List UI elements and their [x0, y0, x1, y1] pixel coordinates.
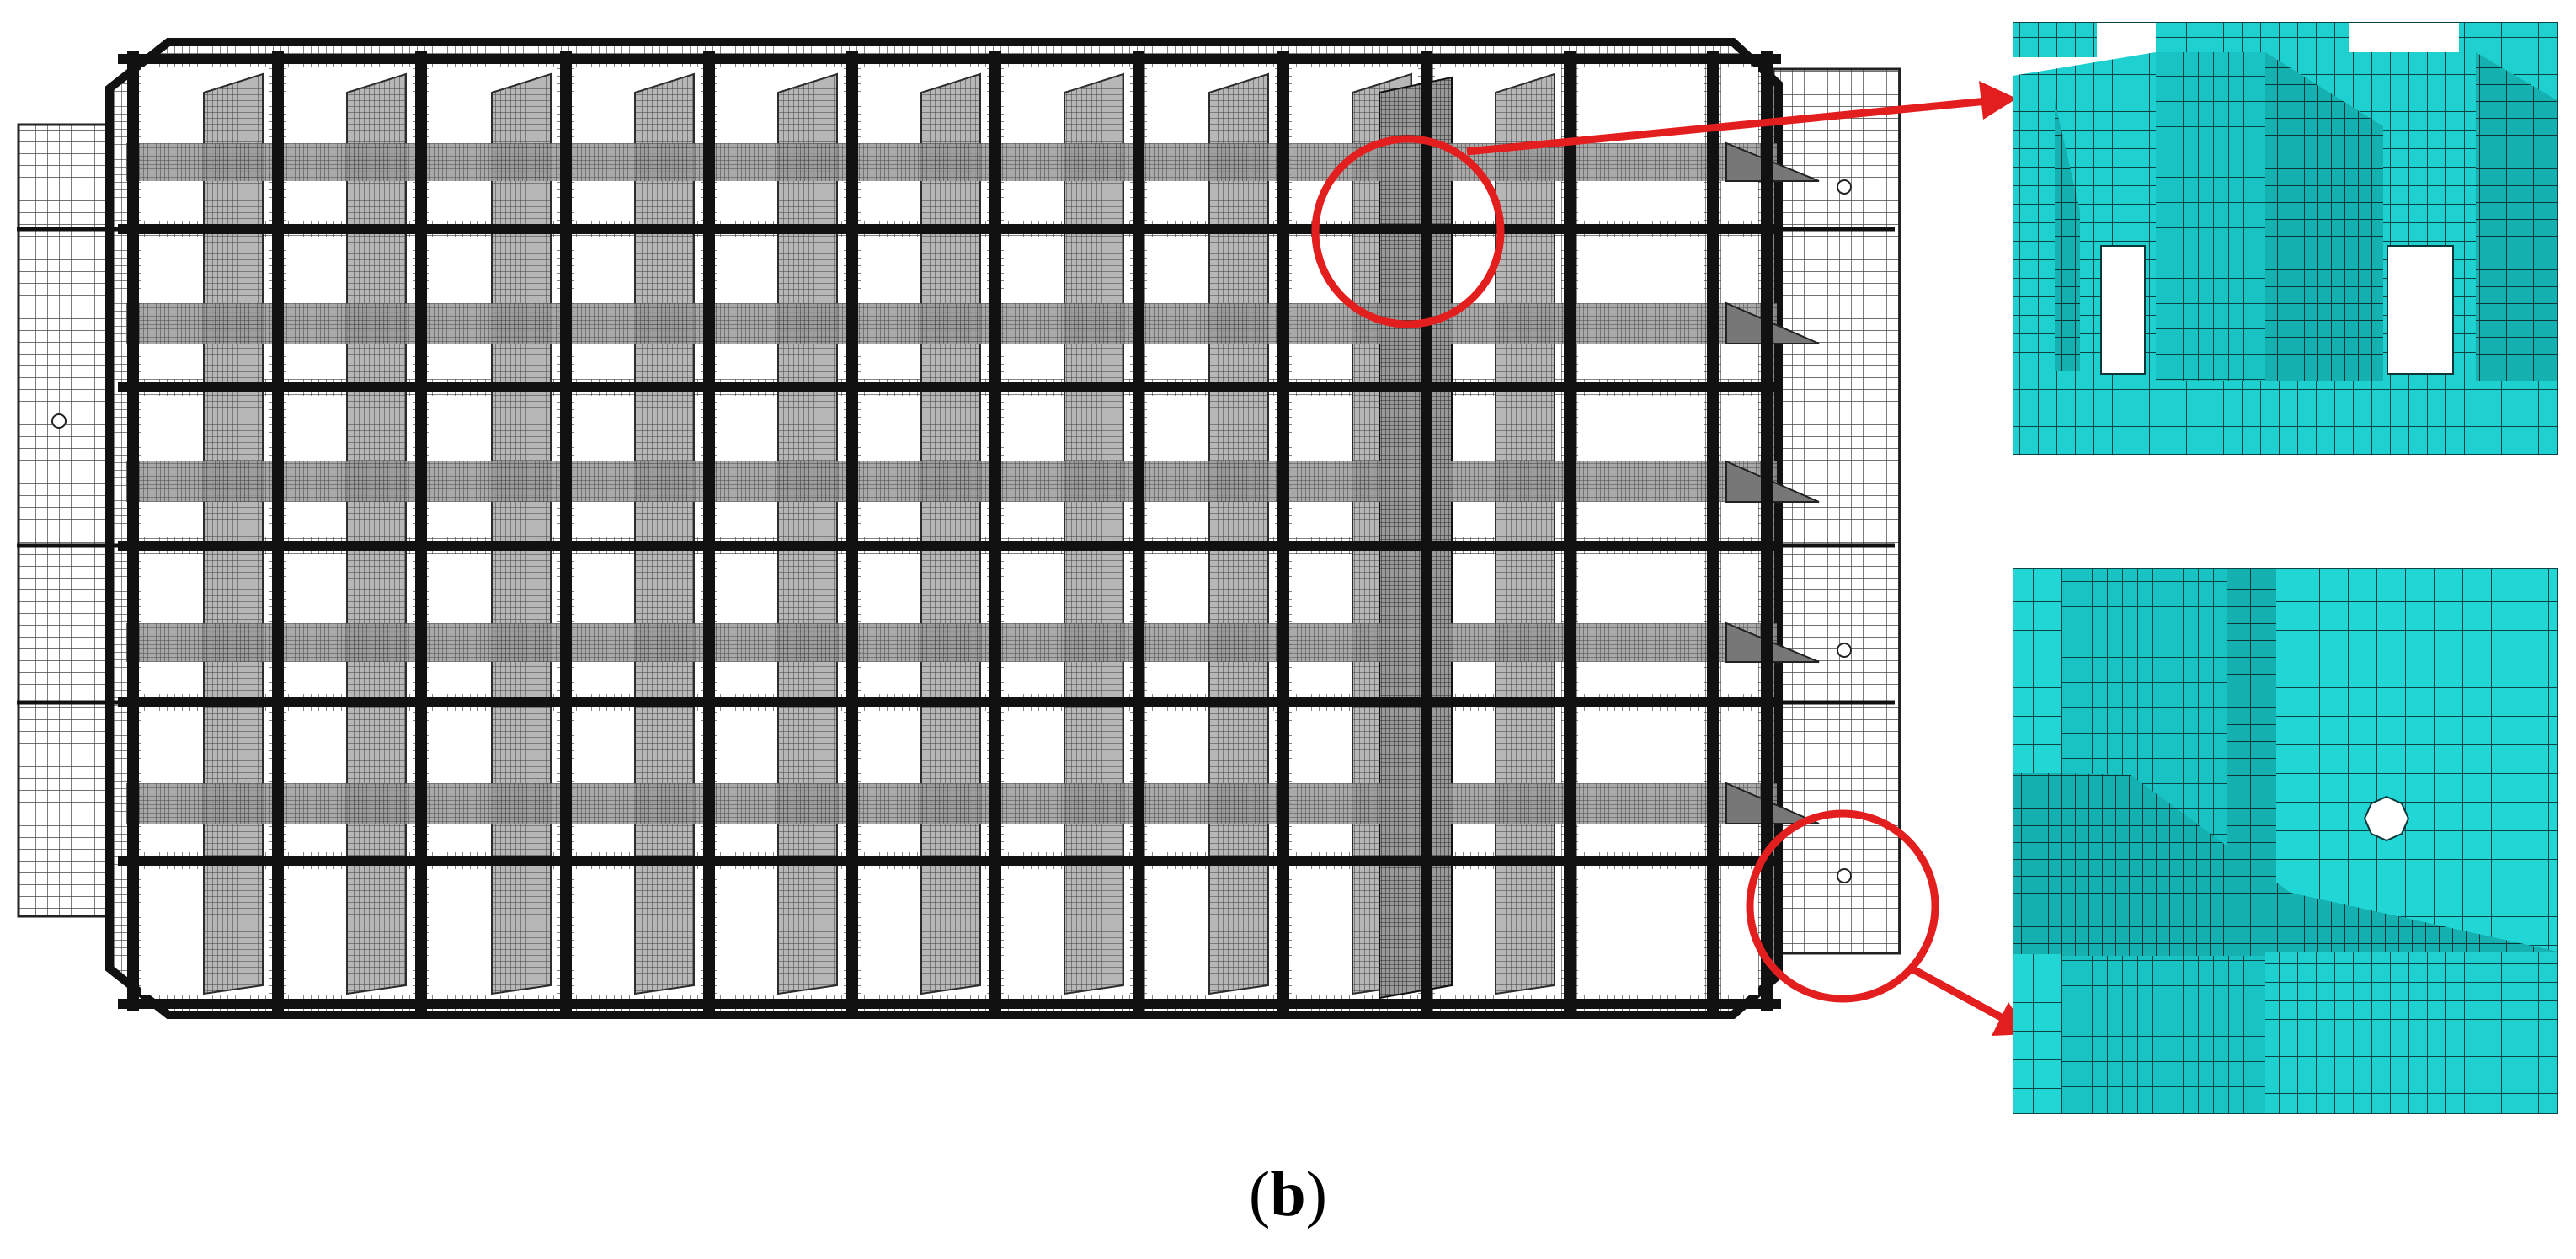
- opening: [2387, 245, 2454, 375]
- arrow-top-head: [1979, 81, 2017, 120]
- detail-zoom-top: [2013, 22, 2558, 455]
- frame-beam: [415, 51, 427, 1011]
- frame-beams: [17, 51, 1895, 1011]
- frame-beam: [118, 856, 1781, 866]
- detail-zoom-bottom: [2013, 568, 2558, 1114]
- frame-beam: [1564, 51, 1576, 1011]
- caption-close-paren: ): [1305, 1159, 1327, 1230]
- grid-opening: [1721, 711, 1758, 852]
- frame-beam: [1133, 51, 1144, 1011]
- caption-open-paren: (: [1249, 1159, 1271, 1230]
- frame-beam: [1277, 51, 1289, 1011]
- highlight-circle-top: [1311, 135, 1505, 328]
- frame-beam: [989, 51, 1001, 1011]
- flange-hole: [1837, 179, 1852, 195]
- arrow-top-shaft: [1466, 97, 1988, 156]
- mesh-overview: [17, 38, 1901, 1019]
- bolt-hole: [2363, 795, 2410, 842]
- frame-beam: [846, 51, 858, 1011]
- horizontal-stiffener: [126, 461, 1777, 502]
- opening: [2100, 245, 2146, 375]
- frame-beam: [118, 54, 1781, 64]
- caption-label: b: [1270, 1159, 1306, 1230]
- frame-beam: [560, 51, 572, 1011]
- frame-beam: [1707, 51, 1719, 1011]
- frame-beam: [703, 51, 715, 1011]
- frame-beam: [118, 382, 1781, 392]
- highlight-circles: [1311, 81, 2029, 1036]
- flange-hole: [1837, 643, 1852, 658]
- frame-beam: [272, 51, 284, 1011]
- flange-hole: [51, 413, 67, 429]
- figure-caption: (b): [0, 1162, 2576, 1226]
- right-flange: [1772, 67, 1901, 955]
- horizontal-stiffener: [126, 303, 1777, 344]
- grid-opening: [1578, 711, 1704, 852]
- frame-beam: [1761, 51, 1773, 1011]
- grid-opening: [1578, 869, 1704, 995]
- frame-beam: [127, 51, 139, 1011]
- horizontal-stiffener: [126, 623, 1777, 662]
- flange-hole: [1837, 868, 1852, 883]
- arrow-bottom-shaft: [1909, 965, 2007, 1022]
- frame-beam: [118, 999, 1781, 1009]
- frame-beam: [1421, 51, 1432, 1011]
- horizontal-stiffeners: [126, 141, 1820, 824]
- horizontal-stiffener: [126, 783, 1777, 824]
- highlight-circle-bottom: [1746, 809, 1939, 1003]
